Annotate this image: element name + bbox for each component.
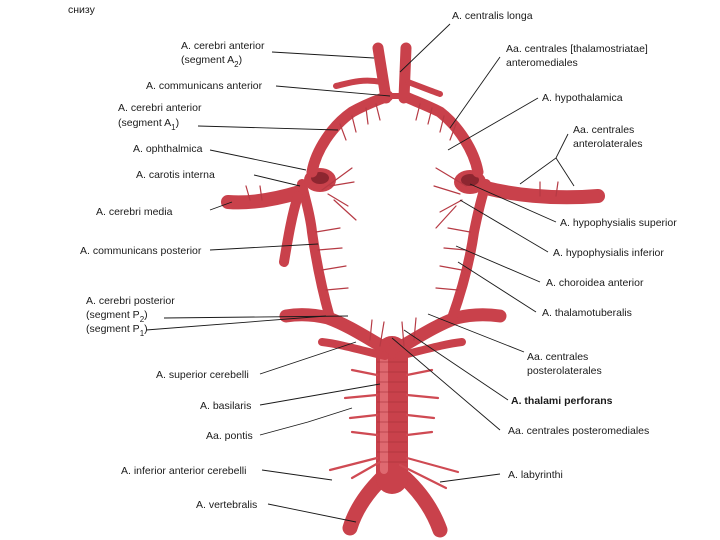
label-ophthalmica: A. ophthalmica (133, 143, 203, 155)
left-labels: снизу A. cerebri anterior (segment A2) A… (68, 4, 265, 511)
label-thalamotuberalis: A. thalamotuberalis (542, 307, 632, 319)
perforating-branches (245, 103, 559, 347)
label-cerebri-posterior-line1: A. cerebri posterior (86, 295, 175, 307)
label-cerebri-posterior-p1: (segment P1) (86, 323, 148, 338)
basilar-segments (377, 361, 407, 463)
label-cerebri-media: A. cerebri media (96, 206, 173, 218)
leader-lines (145, 23, 575, 523)
label-hypophysialis-inferior: A. hypophysialis inferior (553, 247, 664, 259)
label-cerebri-posterior-p2: (segment P2) (86, 309, 148, 324)
label-communicans-posterior: A. communicans posterior (80, 245, 202, 257)
corner-caption: снизу (68, 4, 96, 16)
label-centrales-thalamostriatae-line1: Aa. centrales [thalamostriatae] (506, 43, 648, 55)
label-choroidea-anterior: A. choroidea anterior (546, 277, 644, 289)
label-basilaris: A. basilaris (200, 400, 251, 412)
label-centrales-posterolaterales-line2: posterolaterales (527, 365, 602, 377)
label-cerebri-anterior-a2-line2: (segment A2) (181, 54, 242, 69)
label-centrales-posterolaterales-line1: Aa. centrales (527, 351, 588, 363)
label-inferior-anterior-cerebelli: A. inferior anterior cerebelli (121, 465, 246, 477)
label-superior-cerebelli: A. superior cerebelli (156, 369, 249, 381)
artery-illustration (221, 42, 605, 538)
label-vertebralis: A. vertebralis (196, 499, 257, 511)
label-carotis-interna: A. carotis interna (136, 169, 215, 181)
label-pontis: Aa. pontis (206, 430, 253, 442)
label-hypophysialis-superior: A. hypophysialis superior (560, 217, 677, 229)
label-thalami-perforans: A. thalami perforans (511, 395, 613, 407)
label-centrales-posteromediales: Aa. centrales posteromediales (508, 425, 649, 437)
label-labyrinthi: A. labyrinthi (508, 469, 563, 481)
label-cerebri-anterior-a2-line1: A. cerebri anterior (181, 40, 265, 52)
label-cerebri-anterior-a1-line1: A. cerebri anterior (118, 102, 202, 114)
label-centralis-longa: A. centralis longa (452, 10, 533, 22)
right-labels: A. centralis longa Aa. centrales [thalam… (452, 10, 677, 481)
label-centrales-anterolaterales-line2: anterolaterales (573, 138, 642, 150)
label-communicans-anterior: A. communicans anterior (146, 80, 263, 92)
label-hypothalamica: A. hypothalamica (542, 92, 623, 104)
label-cerebri-anterior-a1-line2: (segment A1) (118, 117, 179, 132)
label-centrales-anterolaterales-line1: Aa. centrales (573, 124, 634, 136)
pontine-branches (328, 368, 460, 490)
label-centrales-thalamostriatae-line2: anteromediales (506, 57, 578, 69)
